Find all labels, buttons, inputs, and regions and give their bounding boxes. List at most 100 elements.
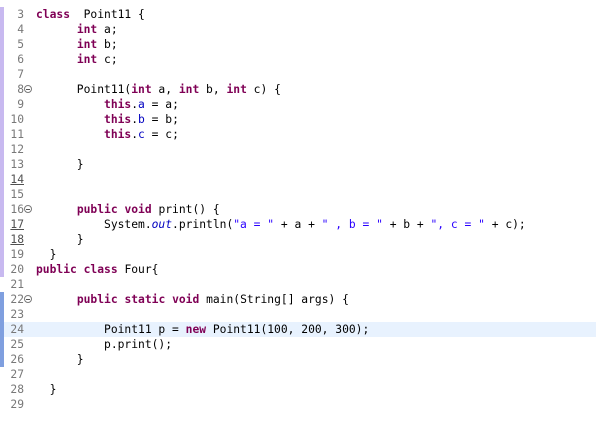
code-line[interactable]: 5 int b; [0,37,596,52]
line-number: 26 [10,353,24,366]
code-token: class [36,8,71,21]
code-line[interactable]: 19 } [0,247,596,262]
line-number: 24 [10,323,24,336]
code-line[interactable]: 15 [0,187,596,202]
code-text: public class Four{ [36,262,158,277]
fold-collapse-icon[interactable] [24,295,32,303]
line-number: 3 [17,8,24,21]
code-text: public void print() { [36,202,220,217]
line-number: 5 [17,38,24,51]
code-line[interactable]: 24 Point11 p = new Point11(100, 200, 300… [0,322,596,337]
gutter-occurrence-marker [0,292,4,307]
fold-collapse-icon[interactable] [24,85,32,93]
code-line[interactable]: 10 this.b = b; [0,112,596,127]
code-token: + a + [274,218,322,231]
code-text: } [36,382,57,397]
line-number: 18 [10,233,24,246]
code-token: = a; [144,98,179,111]
code-line[interactable]: 11 this.c = c; [0,127,596,142]
code-line[interactable]: 18 } [0,232,596,247]
code-token: p.print(); [36,338,173,351]
code-token: int [131,83,152,96]
code-line[interactable]: 27 [0,367,596,382]
code-token: "a = " [233,218,275,231]
code-token: Point11 p = [36,323,186,336]
gutter-occurrence-marker [0,97,4,112]
code-line[interactable]: 12 [0,142,596,157]
code-text: Point11 p = new Point11(100, 200, 300); [36,322,369,337]
code-line[interactable]: 6 int c; [0,52,596,67]
code-token: int [76,23,98,36]
code-token: + c); [484,218,526,231]
code-token: c; [97,53,118,66]
gutter-occurrence-marker [0,142,4,157]
code-line[interactable]: 16 public void print() { [0,202,596,217]
code-token: = b; [144,113,179,126]
code-token [36,293,77,306]
code-line[interactable]: 25 p.print(); [0,337,596,352]
line-number: 20 [10,263,24,276]
code-text: public static void main(String[] args) { [36,292,349,307]
code-token: int [178,83,200,96]
gutter-occurrence-marker [0,127,4,142]
line-number: 4 [17,23,24,36]
code-token: b; [97,38,118,51]
code-line[interactable]: 13 } [0,157,596,172]
code-token: main(String[] args) { [199,293,349,306]
code-line[interactable]: 14 [0,172,596,187]
line-number: 22 [10,293,24,306]
line-number: 10 [10,113,24,126]
line-number: 28 [10,383,24,396]
code-line[interactable]: 3 class Point11 { [0,7,596,22]
code-line[interactable]: 20 public class Four{ [0,262,596,277]
line-number: 21 [10,278,24,291]
gutter-occurrence-marker [0,67,4,82]
code-token: class [83,263,118,276]
code-line[interactable]: 7 [0,67,596,82]
code-line[interactable]: 8 Point11(int a, int b, int c) { [0,82,596,97]
code-token: . [131,98,139,111]
code-line[interactable]: 4 int a; [0,22,596,37]
gutter-occurrence-marker [0,172,4,187]
code-line[interactable]: 28 } [0,382,596,397]
line-number: 13 [10,158,24,171]
gutter-occurrence-marker [0,337,4,352]
code-text: } [36,157,84,172]
code-token: public [76,203,118,216]
code-text: } [36,247,57,262]
code-text: int a; [36,22,118,37]
code-token: ", c = " [430,218,485,231]
line-number: 15 [10,188,24,201]
code-token: Four{ [117,263,159,276]
gutter-occurrence-marker [0,22,4,37]
gutter-occurrence-marker [0,52,4,67]
code-token: . [131,113,139,126]
code-token [36,23,77,36]
code-text: } [36,352,84,367]
code-line[interactable]: 26 } [0,352,596,367]
code-line[interactable]: 23 [0,307,596,322]
line-number: 25 [10,338,24,351]
code-line[interactable]: 22 public static void main(String[] args… [0,292,596,307]
line-number: 19 [10,248,24,261]
code-line[interactable]: 29 [0,397,596,412]
gutter-occurrence-marker [0,202,4,217]
gutter-occurrence-marker [0,307,4,322]
code-token [36,203,77,216]
code-line[interactable]: 21 [0,277,596,292]
code-text: } [36,232,84,247]
code-token: Point11 { [70,8,145,21]
line-number: 17 [10,218,24,231]
fold-collapse-icon[interactable] [24,205,32,213]
code-token: c) { [246,83,281,96]
line-number: 29 [10,398,24,411]
code-line[interactable]: 17 System.out.println("a = " + a + " , b… [0,217,596,232]
code-line[interactable]: 9 this.a = a; [0,97,596,112]
code-token: void [124,203,152,216]
code-token [36,38,77,51]
code-token: out [151,218,173,231]
code-text: int c; [36,52,118,67]
line-number: 14 [10,173,24,186]
line-number: 7 [17,68,24,81]
